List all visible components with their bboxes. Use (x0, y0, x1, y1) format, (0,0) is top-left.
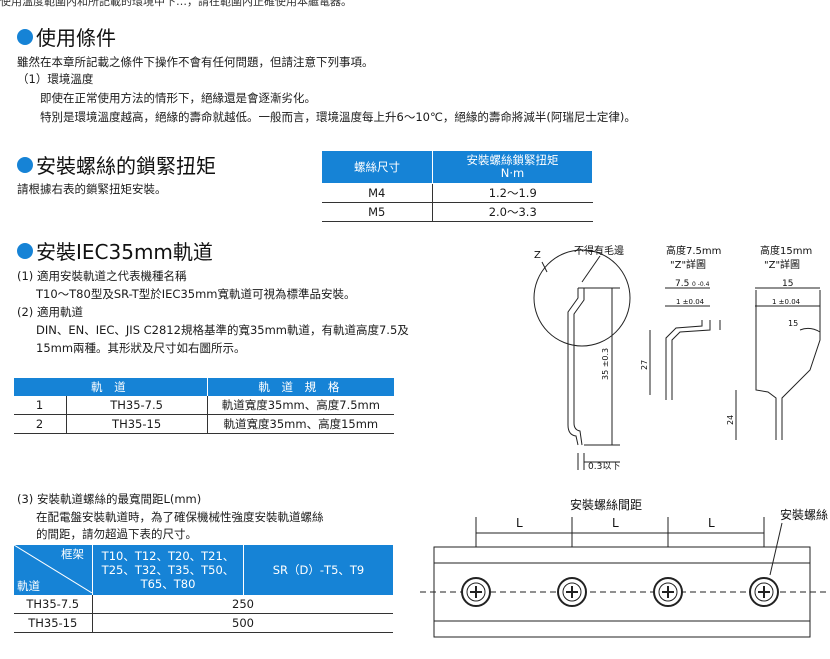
table-row: TH35-15 500 (13, 613, 393, 633)
torque-header-size: 螺絲尺寸 (321, 150, 433, 184)
profile-outer (567, 288, 579, 446)
label-no-burr: 不得有毛邊 (574, 244, 624, 257)
conditions-line-1: 雖然在本章所記載之條件下操作不會有任何問題，但請注意下列事項。 (17, 55, 374, 69)
rail-spec: 軌道寬度35mm、高度15mm (206, 414, 394, 434)
detail-circle (533, 249, 631, 347)
torque-value: 1.2～1.9 (432, 183, 593, 203)
profile-inner (573, 288, 585, 446)
burr-leader (581, 255, 601, 283)
conditions-title: 使用條件 (36, 26, 116, 50)
bullet-dot-icon (17, 242, 33, 259)
rail-table: 軌 道 軌 道 規 格 1 TH35-7.5 軌道寬度35mm、高度7.5mm … (13, 378, 394, 434)
label-dim24: 24 (726, 415, 735, 425)
screw-leader (769, 522, 783, 576)
d15-profile-b (781, 290, 821, 440)
table-row: 1 TH35-7.5 軌道寬度35mm、高度7.5mm (13, 396, 394, 415)
rail-name: TH35-7.5 (65, 396, 208, 415)
label-h75: 高度7.5mm (666, 244, 721, 257)
torque-value: 2.0～3.3 (432, 202, 593, 222)
screw-label: 安裝螺絲 (780, 507, 828, 522)
L-label-3: L (708, 516, 715, 530)
torque-header-torque-b: N·m (500, 166, 525, 180)
rail-title: 安裝IEC35mm軌道 (36, 240, 213, 264)
label-dim75-tol: 0 -0.4 (692, 281, 710, 288)
section-title-rail: 安裝IEC35mm軌道 (17, 236, 213, 265)
table-row: M4 1.2～1.9 (321, 183, 593, 203)
label-h75-detail: "Z"詳圖 (670, 258, 706, 271)
d75-profile (671, 320, 721, 400)
label-dim27: 27 (640, 360, 649, 370)
label-dim15b: 15 (788, 319, 798, 328)
label-z: Z (534, 250, 541, 261)
torque-header-torque-a: 安裝螺絲鎖緊扭矩 (466, 153, 559, 167)
span-line-1: (3) 安裝軌道螺絲的最寬間距L(mm) (17, 492, 202, 506)
span-value: 250 (92, 595, 393, 614)
conditions-line-4: 特別是環境溫度越高，絕緣的壽命就越低。一般而言，環境溫度每上升6～10℃，絕緣的… (40, 110, 636, 124)
torque-header-torque: 安裝螺絲鎖緊扭矩 N·m (432, 150, 593, 184)
torque-size: M4 (321, 183, 433, 203)
screw-title: 安裝螺絲間距 (570, 497, 642, 512)
rail-line-2: T10～T80型及SR-T型於IEC35mm寬軌道可視為標準品安裝。 (36, 287, 356, 301)
d15-arc (799, 327, 821, 333)
d15-profile (755, 290, 777, 440)
span-value: 500 (92, 613, 393, 633)
span-col1-header: T10、T12、T20、T21、 T25、T32、T35、T50、 T65、T8… (92, 545, 244, 595)
section-title-torque: 安裝螺絲的鎖緊扭矩 (17, 150, 216, 179)
corner-top: 框架 (61, 547, 84, 561)
span-table: 框架 軌道 T10、T12、T20、T21、 T25、T32、T35、T50、 … (13, 545, 393, 633)
label-dim35: 35 ±0.3 (601, 348, 610, 380)
span-col1-c: T65、T80 (140, 577, 196, 591)
span-col1-a: T10、T12、T20、T21、 (101, 549, 235, 563)
rail-line-5: 15mm兩種。其形狀及尺寸如右圖所示。 (36, 341, 246, 355)
corner-bottom: 軌道 (17, 579, 40, 593)
section-title-conditions: 使用條件 (17, 22, 116, 51)
label-dim03: 0.3以下 (588, 462, 620, 472)
screw-1-icon (461, 577, 491, 607)
torque-size: M5 (321, 202, 433, 222)
label-h15-detail: "Z"詳圖 (764, 258, 800, 271)
span-line-2: 在配電盤安裝軌道時，為了確保機械性強度安裝軌道螺絲 (36, 510, 324, 524)
span-rail: TH35-7.5 (13, 595, 93, 614)
L-label-1: L (516, 516, 523, 530)
top-cut-text: 使用溫度範圍內和所記載的環境中下…，請在範圍內正確使用本繼電器。 (0, 0, 352, 8)
rail-profile-diagram: Z 不得有毛邊 高度7.5mm "Z"詳圖 高度15mm "Z"詳圖 7.5 0… (533, 244, 821, 472)
torque-desc: 請根據右表的鎖緊扭矩安裝。 (17, 182, 167, 196)
label-h15: 高度15mm (760, 244, 812, 257)
rail-header-rail: 軌 道 (13, 378, 208, 396)
span-col1-b: T25、T32、T35、T50、 (101, 563, 235, 577)
bullet-dot-icon (17, 156, 33, 173)
L-label-2: L (612, 516, 619, 530)
label-dim75: 7.5 (675, 279, 689, 289)
rail-no: 1 (13, 396, 66, 415)
screw-3-icon (653, 577, 683, 607)
conditions-line-2: （1）環境溫度 (17, 72, 94, 86)
label-dim15: 15 (782, 279, 793, 289)
torque-title: 安裝螺絲的鎖緊扭矩 (36, 154, 216, 178)
table-row: TH35-7.5 250 (13, 595, 393, 614)
bullet-dot-icon (17, 28, 33, 45)
label-dim1a: 1 ±0.04 (676, 298, 705, 306)
d75-profile-b (665, 320, 703, 400)
label-dim1b: 1 ±0.04 (772, 298, 801, 306)
rail-line-4: DIN、EN、IEC、JIS C2812規格基準的寬35mm軌道，有軌道高度7.… (36, 323, 409, 337)
rail-spec: 軌道寬度35mm、高度7.5mm (206, 396, 394, 415)
rail-line-1: (1) 適用安裝軌道之代表機種名稱 (17, 269, 187, 283)
screw-4-icon (749, 577, 779, 607)
corner-diagonal (14, 545, 92, 593)
rail-line-3: (2) 適用軌道 (17, 305, 83, 319)
rail-header-spec: 軌 道 規 格 (206, 378, 394, 396)
span-line-3: 的間距，請勿超過下表的尺寸。 (36, 527, 197, 541)
span-corner: 框架 軌道 (13, 545, 93, 595)
span-rail: TH35-15 (13, 613, 93, 633)
table-row: M5 2.0～3.3 (321, 202, 593, 222)
torque-table: 螺絲尺寸 安裝螺絲鎖緊扭矩 N·m M4 1.2～1.9 M5 2.0～3.3 (321, 150, 593, 222)
screw-2-icon (557, 577, 587, 607)
z-leader (541, 261, 548, 273)
span-col2-header: SR（D）-T5、T9 (243, 545, 393, 595)
screw-spacing-diagram: 安裝螺絲間距 安裝螺絲 L L L (420, 497, 830, 638)
conditions-line-3: 即使在正常使用方法的情形下，絕緣還是會逐漸劣化。 (40, 91, 316, 105)
table-row: 2 TH35-15 軌道寬度35mm、高度15mm (13, 414, 394, 434)
rail-no: 2 (13, 414, 66, 434)
rail-name: TH35-15 (65, 414, 208, 434)
